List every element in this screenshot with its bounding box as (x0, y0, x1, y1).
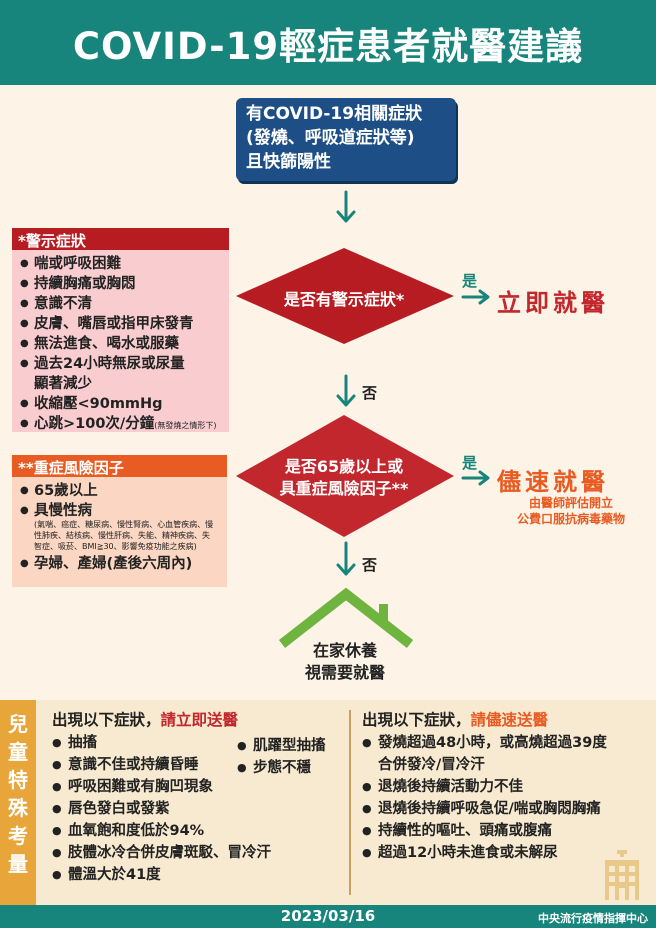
start-line-2: (發燒、呼吸道症狀等) (246, 128, 415, 148)
list-item: 持續性的嘔吐、頭痛或腹痛 (362, 820, 652, 842)
list-item-note: (無發燒之情形下) (154, 421, 217, 430)
decision-1-no-label: 否 (362, 384, 378, 402)
home-chimney-icon (379, 604, 388, 622)
result-immediate-care: 立即就醫 (497, 289, 609, 317)
side-char: 考 (8, 824, 28, 848)
home-roof-icon (278, 587, 414, 648)
list-item: 肢體冰冷合併皮膚斑駁、冒冷汗 (52, 842, 342, 864)
arrow-d1-to-d2 (336, 374, 356, 407)
home-rest-text: 在家休養 視需要就醫 (260, 640, 430, 684)
start-line-3: 且快篩陽性 (246, 152, 331, 172)
heading-prefix: 出現以下症狀， (362, 711, 471, 729)
arrow-d1-yes (461, 289, 490, 305)
decision-2-text: 是否65歲以上或 具重症風險因子** (246, 456, 442, 500)
list-item: 無法進食、喝水或服藥 (20, 334, 229, 354)
children-immediate-list: 抽搐 意識不佳或持續昏睡 呼吸困難或有胸凹現象 唇色發白或發紫 血氧飽和度低於9… (52, 732, 342, 886)
side-char: 兒 (8, 712, 28, 736)
arrow-d2-yes (461, 470, 490, 486)
side-char: 特 (8, 768, 28, 792)
risk-factors-box: **重症風險因子 65歲以上 具慢性病 (氣喘、癌症、糖尿病、慢性腎病、心血管疾… (12, 455, 227, 587)
list-item: 收縮壓<90mmHg (20, 394, 229, 414)
risk-factors-title: **重症風險因子 (12, 455, 227, 477)
organization-name: 中央流行疫情指揮中心 (538, 912, 648, 925)
list-item-text: 心跳>100次/分鐘 (34, 416, 155, 432)
children-section-label: 兒 童 特 殊 考 量 (0, 700, 36, 908)
list-item: 心跳>100次/分鐘(無發燒之情形下) (20, 414, 229, 436)
flow-arrows (236, 190, 490, 648)
list-item: 唇色發白或發紫 (52, 798, 342, 820)
list-item: 持續胸痛或胸悶 (20, 274, 229, 294)
warning-symptoms-title: *警示症狀 (12, 228, 229, 250)
start-condition-box: 有COVID-19相關症狀 (發燒、呼吸道症狀等) 且快篩陽性 (236, 98, 456, 181)
side-char: 量 (8, 852, 28, 876)
list-item: 抽搐 (52, 732, 342, 754)
hospital-icon (605, 850, 639, 900)
heading-highlight: 請立即送醫 (160, 711, 239, 729)
result-prompt-care: 儘速就醫 (497, 468, 609, 496)
heading-highlight: 請儘速送醫 (470, 711, 549, 729)
list-item: 具慢性病 (20, 501, 227, 521)
children-immediate-list-right: 肌躍型抽搐 步態不穩 (237, 735, 326, 779)
decision-2-line-1: 是否65歲以上或 (284, 457, 404, 476)
list-item: 意識不清 (20, 294, 229, 314)
children-prompt-list: 發燒超過48小時，或高燒超過39度 合併發冷/冒冷汗 退燒後持續活動力不佳 退燒… (362, 732, 652, 864)
decision-1-text: 是否有警示症狀* (283, 290, 405, 309)
list-item-text-cont: 顯著減少 (34, 376, 92, 392)
list-item: 呼吸困難或有胸凹現象 (52, 776, 342, 798)
list-item: 肌躍型抽搐 (237, 735, 326, 757)
list-item: 意識不佳或持續昏睡 (52, 754, 342, 776)
list-item: 退燒後持續活動力不佳 (362, 776, 652, 798)
risk-factors-list-2: 孕婦、產婦(產後六周內) (12, 554, 227, 574)
list-item: 喘或呼吸困難 (20, 254, 229, 274)
warning-symptoms-list: 喘或呼吸困難 持續胸痛或胸悶 意識不清 皮膚、嘴唇或指甲床發青 無法進食、喝水或… (12, 250, 229, 436)
decision-1-yes-label: 是 (462, 272, 478, 290)
children-special-section: 兒 童 特 殊 考 量 出現以下症狀，請立即送醫 抽搐 意識不佳或持續昏睡 呼吸… (0, 700, 656, 908)
result-sub-line-1: 由醫師評估開立 (528, 496, 613, 510)
arrow-start-to-d1 (336, 190, 356, 223)
decision-2-no-label: 否 (362, 556, 378, 574)
list-item: 65歲以上 (20, 481, 227, 501)
column-divider (349, 710, 351, 895)
arrow-d2-to-home (336, 541, 356, 576)
risk-factors-list: 65歲以上 具慢性病 (12, 477, 227, 521)
children-immediate-heading: 出現以下症狀，請立即送醫 (52, 708, 342, 730)
list-item: 孕婦、產婦(產後六周內) (20, 554, 227, 574)
chronic-disease-note: (氣喘、癌症、糖尿病、慢性腎病、心血管疾病、慢性肺疾、結核病、慢性肝病、失能、精… (34, 520, 214, 551)
list-item: 發燒超過48小時，或高燒超過39度 (362, 732, 652, 754)
header-banner: COVID-19輕症患者就醫建議 (0, 0, 656, 85)
list-item: 超過12小時未進食或未解尿 (362, 842, 652, 864)
list-item-continued: 合併發冷/冒冷汗 (378, 757, 485, 773)
decision-2-yes-label: 是 (462, 454, 478, 472)
list-item: 步態不穩 (237, 757, 326, 779)
side-char: 殊 (8, 796, 28, 820)
children-prompt-heading: 出現以下症狀，請儘速送醫 (362, 708, 652, 730)
list-item: 體溫大於41度 (52, 864, 342, 886)
list-item: 皮膚、嘴唇或指甲床發青 (20, 314, 229, 334)
home-line-2: 視需要就醫 (304, 663, 385, 682)
list-item: 血氧飽和度低於94% (52, 820, 342, 842)
list-item: 退燒後持續呼吸急促/喘或胸悶胸痛 (362, 798, 652, 820)
warning-symptoms-box: *警示症狀 喘或呼吸困難 持續胸痛或胸悶 意識不清 皮膚、嘴唇或指甲床發青 無法… (12, 228, 229, 434)
footer-bar: 2023/03/16 中央流行疫情指揮中心 (0, 905, 656, 928)
page-title: COVID-19輕症患者就醫建議 (72, 25, 584, 68)
children-immediate-column: 出現以下症狀，請立即送醫 抽搐 意識不佳或持續昏睡 呼吸困難或有胸凹現象 唇色發… (52, 708, 342, 886)
decision-2-line-2: 具重症風險因子** (279, 479, 409, 498)
side-char: 童 (8, 740, 28, 764)
result-sub-line-2: 公費口服抗病毒藥物 (516, 512, 625, 526)
list-item-text: 過去24小時無尿或尿量 (34, 356, 185, 372)
publish-date: 2023/03/16 (280, 907, 376, 925)
children-prompt-column: 出現以下症狀，請儘速送醫 發燒超過48小時，或高燒超過39度 合併發冷/冒冷汗 … (362, 708, 652, 864)
decision-1-diamond (236, 248, 454, 344)
start-line-1: 有COVID-19相關症狀 (246, 104, 423, 124)
heading-prefix: 出現以下症狀， (52, 711, 161, 729)
home-line-1: 在家休養 (312, 641, 377, 660)
decision-2-diamond (236, 415, 454, 537)
result-prompt-care-subtitle: 由醫師評估開立 公費口服抗病毒藥物 (497, 495, 645, 527)
